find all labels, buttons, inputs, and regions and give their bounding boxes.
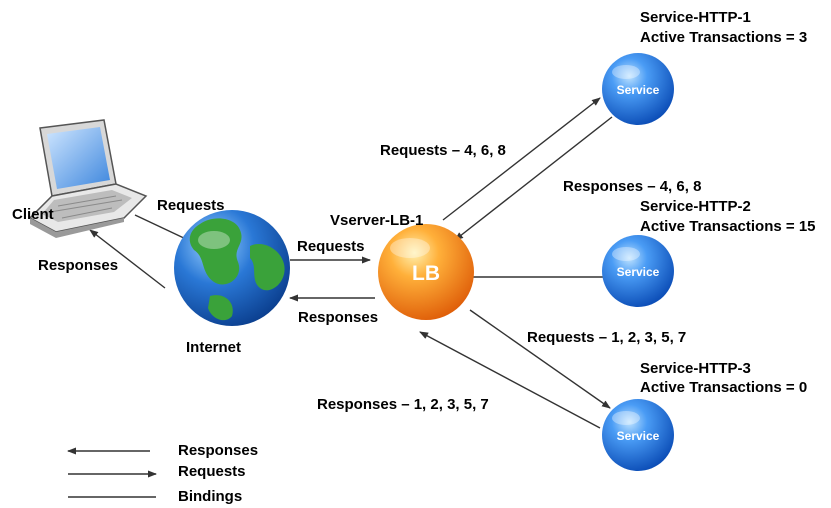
service-node-2-label: Service	[617, 265, 660, 279]
service-1-transactions: Active Transactions = 3	[640, 29, 808, 46]
svc1-response-arrow	[454, 116, 613, 241]
service-node-2: Service	[602, 235, 674, 307]
legend-requests-label: Requests	[178, 463, 246, 480]
svc3-requests-label: Requests – 1, 2, 3, 5, 7	[527, 329, 687, 346]
service-node-3: Service	[602, 399, 674, 471]
service-3-name: Service-HTTP-3	[640, 360, 751, 377]
internet-label: Internet	[186, 339, 242, 356]
svc3-responses-label: Responses – 1, 2, 3, 5, 7	[317, 396, 489, 413]
lb-node: LB	[378, 224, 474, 320]
client-response-arrow	[89, 229, 166, 289]
legend-responses-label: Responses	[178, 442, 259, 459]
vserver-label: Vserver-LB-1	[330, 212, 424, 229]
service-node-3-label: Service	[617, 429, 660, 443]
client-requests-label: Requests	[157, 197, 225, 214]
service-2-transactions: Active Transactions = 15	[640, 218, 816, 235]
laptop-icon	[28, 119, 148, 238]
internet-requests-label: Requests	[297, 238, 365, 255]
globe-icon	[174, 210, 290, 326]
service-1-name: Service-HTTP-1	[640, 9, 751, 26]
internet-responses-label: Responses	[298, 309, 379, 326]
svc1-requests-label: Requests – 4, 6, 8	[380, 142, 506, 159]
service-node-1: Service	[602, 53, 674, 125]
service-2-name: Service-HTTP-2	[640, 198, 751, 215]
service-node-1-label: Service	[617, 83, 660, 97]
svc1-request-arrow	[442, 97, 601, 221]
client-label: Client	[12, 206, 54, 223]
svc1-responses-label: Responses – 4, 6, 8	[563, 178, 702, 195]
client-responses-label: Responses	[38, 257, 119, 274]
legend-bindings-label: Bindings	[178, 488, 243, 505]
service-3-transactions: Active Transactions = 0	[640, 379, 808, 396]
svc3-request-arrow	[469, 309, 611, 409]
svc3-response-arrow	[419, 331, 601, 429]
lb-node-label: LB	[412, 262, 440, 285]
